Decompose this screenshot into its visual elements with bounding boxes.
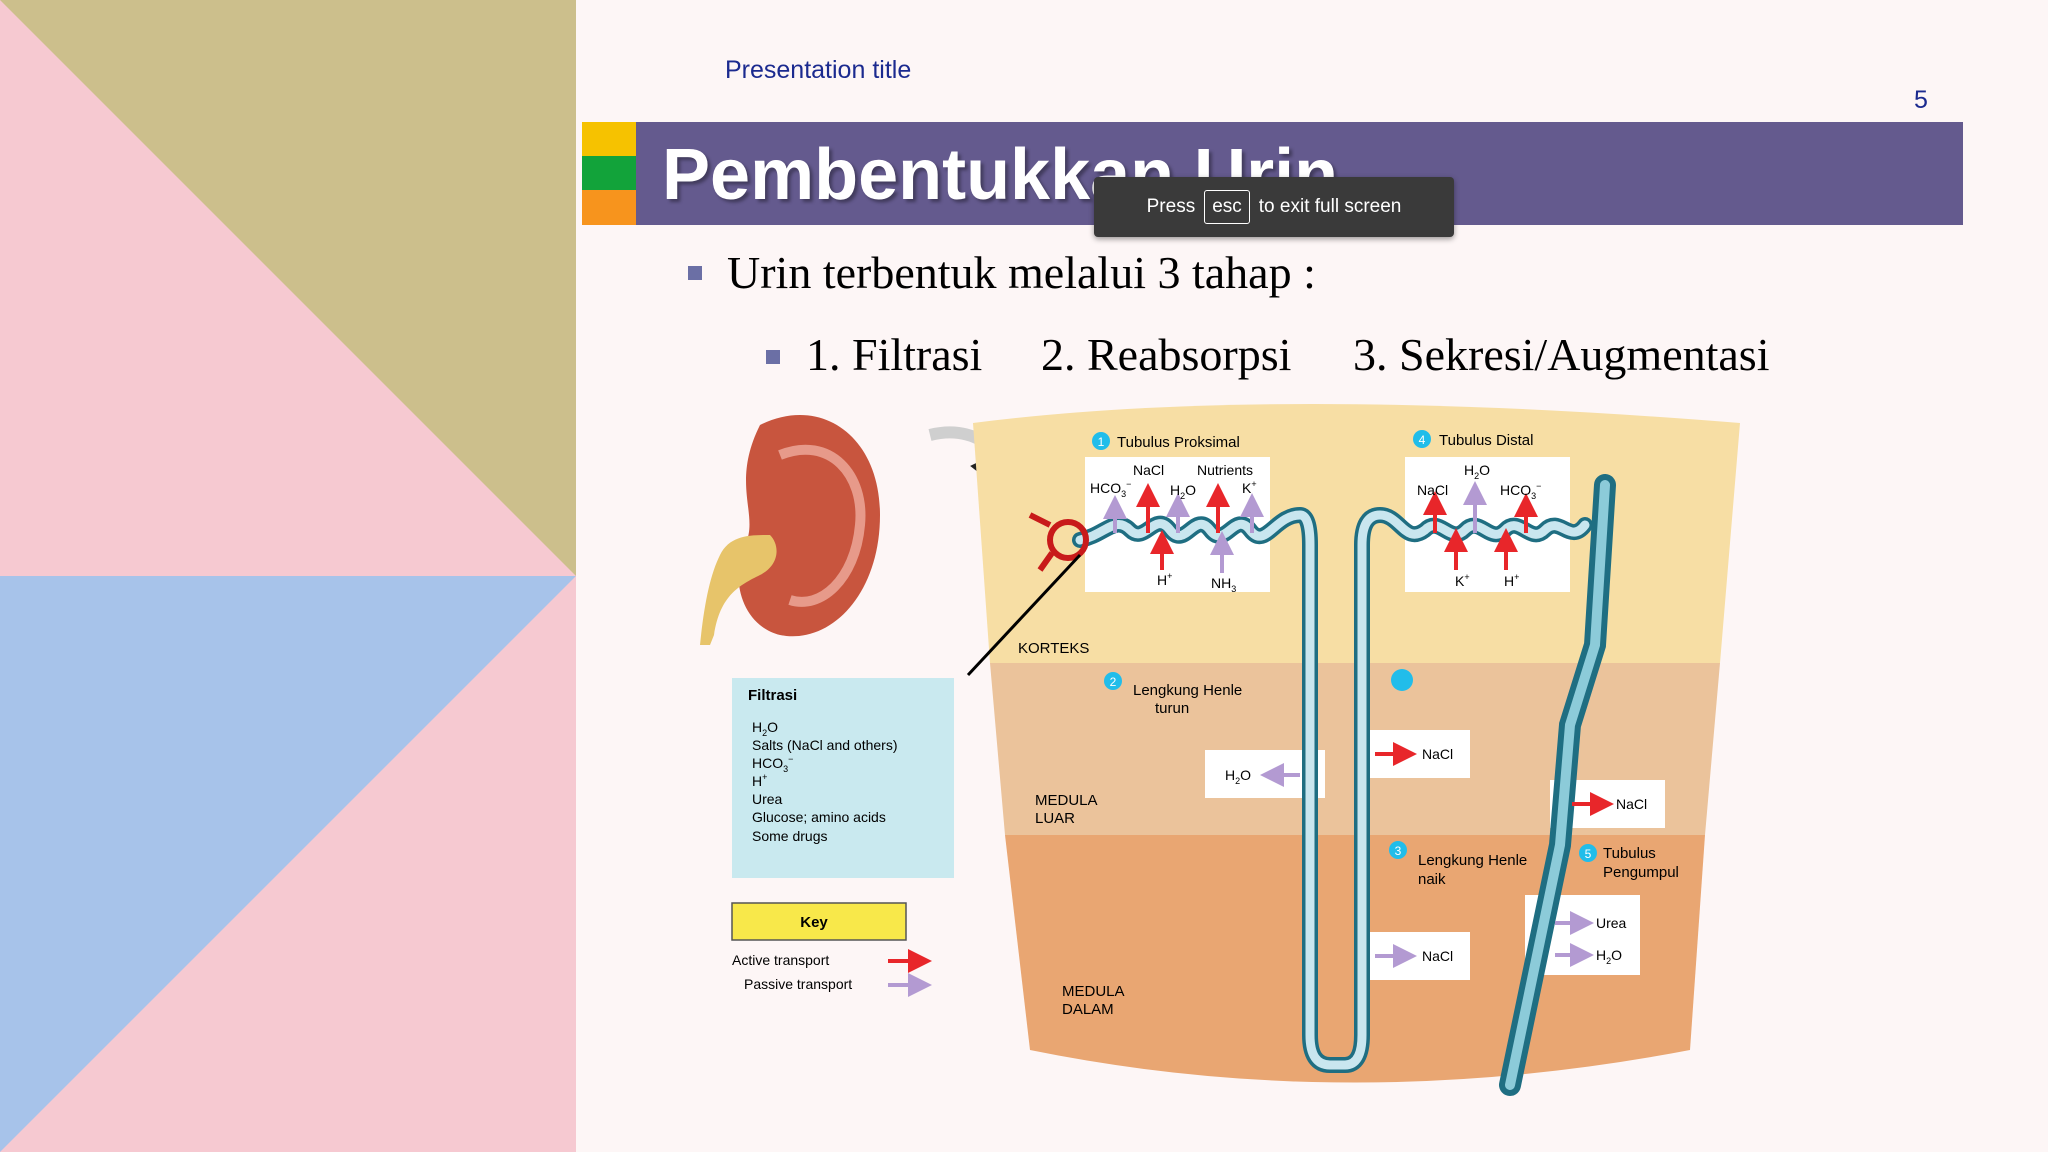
box-urea-label: Urea — [1596, 915, 1627, 931]
badge-2-num: 2 — [1110, 675, 1117, 689]
medula-dalam-label-1: MEDULA — [1062, 983, 1125, 1000]
marker-dot — [1391, 669, 1413, 691]
distal-transport-arrows — [1423, 481, 1538, 570]
toast-message: to exit full screen — [1258, 196, 1402, 217]
key-box — [731, 902, 907, 941]
dist-hco3: HCO3− — [1500, 481, 1541, 501]
pengumpul-label-1: Tubulus — [1603, 845, 1656, 862]
prox-nh3: NH3 — [1211, 575, 1236, 594]
box-nacl-3-label: NaCl — [1422, 948, 1453, 964]
medula-dalam-label-2: DALAM — [1062, 1001, 1114, 1018]
badge-5-num: 5 — [1585, 847, 1592, 861]
badge-2 — [1104, 672, 1122, 690]
box-nacl-1-label: NaCl — [1422, 746, 1453, 762]
prox-nutrients: Nutrients — [1197, 462, 1253, 478]
filtrasi-item-drugs: Some drugs — [752, 828, 827, 844]
filtrasi-item-salts: Salts (NaCl and others) — [752, 737, 898, 753]
dist-h2o: H2O — [1464, 462, 1490, 481]
toast-press-text: Press — [1146, 196, 1196, 217]
bullet-square-icon — [688, 266, 702, 280]
accent-block-orange — [582, 190, 636, 225]
box-h2o-label: H2O — [1225, 767, 1251, 786]
key-title: Key — [800, 914, 828, 931]
key-passive-label: Passive transport — [744, 976, 852, 992]
glomerulus — [1047, 519, 1089, 561]
fullscreen-exit-toast: Press esc to exit full screen — [1094, 177, 1454, 237]
badge-3-num: 3 — [1395, 844, 1402, 858]
dist-nacl: NaCl — [1417, 482, 1448, 498]
henle-naik-label-1: Lengkung Henle — [1418, 852, 1527, 869]
badge-1-num: 1 — [1098, 435, 1105, 449]
step-filtrasi: 1. Filtrasi — [806, 329, 983, 380]
nephron-tubule — [1072, 474, 1616, 1096]
kidney-illustration — [700, 415, 1036, 645]
step-sekresi: 3. Sekresi/Augmentasi — [1353, 329, 1770, 380]
henle-turun-label-1: Lengkung Henle — [1133, 682, 1242, 699]
tubulus-proksimal-label: Tubulus Proksimal — [1117, 434, 1240, 451]
korteks-label: KORTEKS — [1018, 640, 1089, 657]
presentation-title: Presentation title — [725, 56, 912, 84]
medulla-transport-arrows — [1260, 742, 1614, 968]
bullet-square-icon — [766, 350, 780, 364]
badge-4 — [1413, 430, 1431, 448]
filtrasi-item-urea: Urea — [752, 791, 783, 807]
medula-luar-label-2: LUAR — [1035, 810, 1075, 827]
prox-nacl: NaCl — [1133, 462, 1164, 478]
filtrasi-box — [732, 678, 954, 878]
proksimal-transport-arrows — [1103, 483, 1264, 573]
page-number: 5 — [1914, 86, 1928, 114]
filtrasi-title: Filtrasi — [748, 687, 797, 704]
nephron-diagram: KORTEKS MEDULA LUAR MEDULA DALAM — [700, 404, 1740, 1096]
filtrasi-item-hco3: HCO3− — [752, 754, 793, 774]
filtrasi-pointer-line — [966, 553, 1082, 677]
badge-4-num: 4 — [1419, 433, 1426, 447]
dist-k: K+ — [1455, 572, 1470, 589]
tubulus-distal-label: Tubulus Distal — [1439, 432, 1533, 449]
badge-5 — [1579, 844, 1597, 862]
left-decoration — [0, 0, 576, 1152]
filtrasi-item-h: H+ — [752, 772, 767, 789]
pengumpul-label-2: Pengumpul — [1603, 864, 1679, 881]
filtrasi-item-glucose: Glucose; amino acids — [752, 809, 886, 825]
key-active-label: Active transport — [732, 952, 829, 968]
prox-hco3: HCO3− — [1090, 479, 1131, 499]
henle-naik-label-2: naik — [1418, 871, 1446, 888]
medula-luar-label-1: MEDULA — [1035, 792, 1098, 809]
filtrasi-item-h2o: H2O — [752, 719, 778, 738]
glomerulus-vessel — [1028, 512, 1055, 572]
box-nacl-2-label: NaCl — [1616, 796, 1647, 812]
accent-block-green — [582, 156, 636, 190]
badge-1 — [1092, 432, 1110, 450]
step-reabsorpsi: 2. Reabsorpsi — [1041, 329, 1292, 380]
dist-h: H+ — [1504, 572, 1519, 589]
prox-h2o: H2O — [1170, 482, 1196, 501]
esc-key-badge: esc — [1204, 190, 1250, 224]
henle-turun-label-2: turun — [1155, 700, 1189, 717]
bullet-text: Urin terbentuk melalui 3 tahap : — [727, 247, 1316, 298]
box-h2o-2-label: H2O — [1596, 947, 1622, 966]
accent-block-yellow — [582, 122, 636, 156]
badge-3 — [1389, 841, 1407, 859]
prox-h: H+ — [1157, 571, 1172, 588]
prox-k: K+ — [1242, 479, 1257, 496]
